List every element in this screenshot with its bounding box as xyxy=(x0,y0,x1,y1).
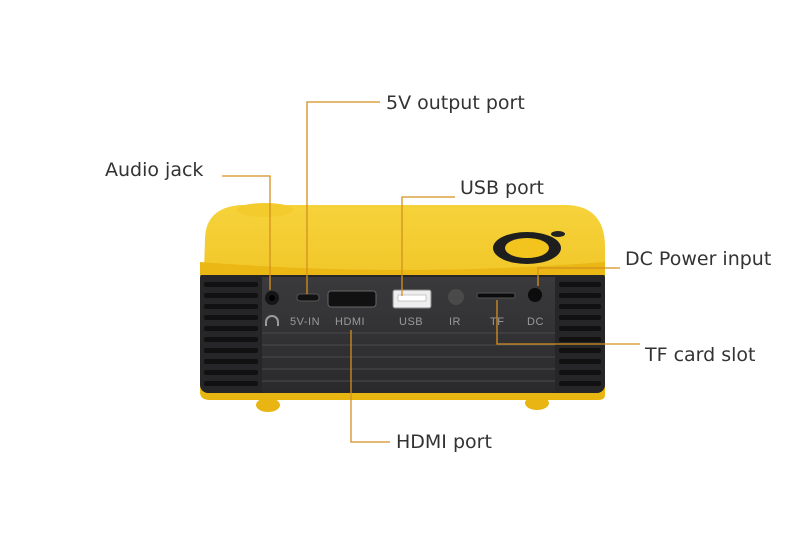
vent-slat xyxy=(204,282,258,287)
vent-slat xyxy=(559,348,601,353)
vent-slat xyxy=(559,370,601,375)
leader-hdmi xyxy=(350,330,390,443)
vent-slat xyxy=(559,326,601,331)
label-hdmi: HDMI xyxy=(335,316,365,328)
side-vents xyxy=(204,282,601,386)
leader-usb xyxy=(401,196,455,296)
callout-5v-output: 5V output port xyxy=(386,92,525,114)
tf-card-slot xyxy=(476,292,516,299)
vent-slat xyxy=(204,315,258,320)
hdmi-port xyxy=(327,290,377,308)
vent-slat xyxy=(204,304,258,309)
vent-slat xyxy=(559,381,601,386)
vent-slat xyxy=(559,282,601,287)
callout-tf-card: TF card slot xyxy=(644,344,756,366)
vent-slat xyxy=(204,348,258,353)
vent-slat xyxy=(204,359,258,364)
vent-slat xyxy=(559,337,601,342)
control-pad[interactable] xyxy=(493,231,565,264)
micro-usb-5v-port xyxy=(296,293,320,302)
callout-dc-power: DC Power input xyxy=(625,248,771,270)
vent-slat xyxy=(204,326,258,331)
leader-audio-jack xyxy=(222,175,271,290)
vent-slat xyxy=(204,370,258,375)
dc-power-port xyxy=(528,288,542,302)
vent-slat xyxy=(559,304,601,309)
callout-usb: USB port xyxy=(460,177,544,199)
callout-audio-jack: Audio jack xyxy=(105,159,203,181)
vent-slat xyxy=(204,337,258,342)
label-dc: DC xyxy=(527,316,544,328)
leader-5v-output xyxy=(306,101,380,294)
ir-sensor xyxy=(448,289,464,305)
label-ir: IR xyxy=(449,316,461,328)
label-5v-in: 5V-IN xyxy=(290,316,320,328)
leader-dc-power xyxy=(537,267,620,286)
vent-slat xyxy=(559,359,601,364)
vent-slat xyxy=(204,293,258,298)
vent-slat xyxy=(559,293,601,298)
vent-slat xyxy=(204,381,258,386)
vent-slat xyxy=(559,315,601,320)
audio-jack-port xyxy=(265,291,279,305)
callout-hdmi: HDMI port xyxy=(396,431,492,453)
headphone-icon xyxy=(265,315,279,326)
leader-tf-card xyxy=(496,300,640,345)
label-usb: USB xyxy=(399,316,423,328)
